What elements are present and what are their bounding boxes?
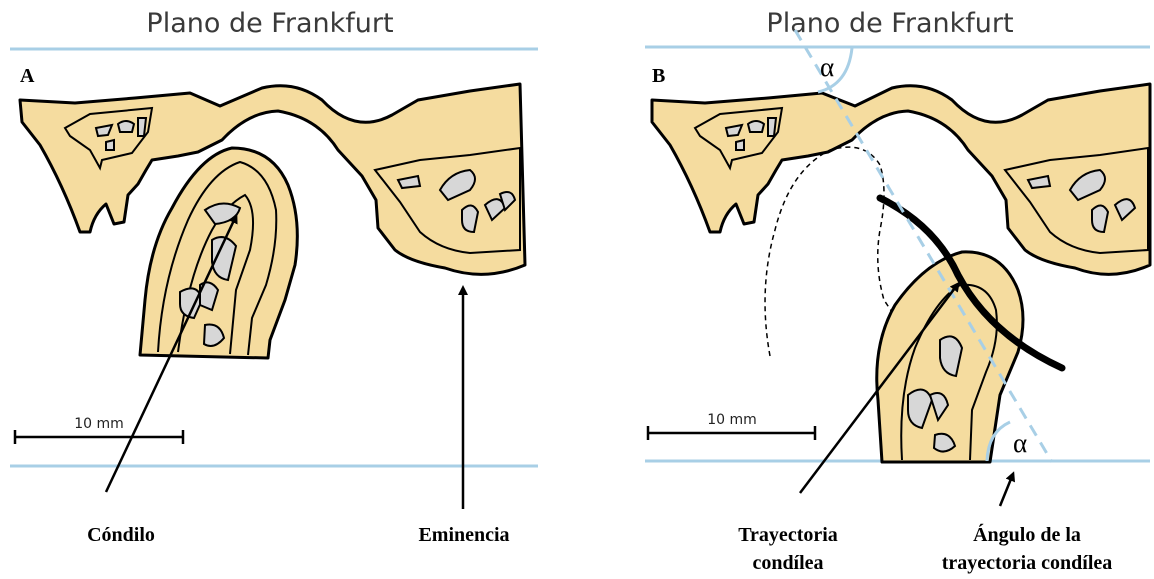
marrow-cavity <box>106 140 114 150</box>
panel-letter: B <box>652 65 665 87</box>
alpha-bottom-label: α <box>1013 428 1027 458</box>
scale-label: 10 mm <box>707 412 757 428</box>
eminence-label: Eminencia <box>418 524 509 546</box>
panel-letter: A <box>20 65 35 87</box>
marrow-cavity <box>1092 205 1108 232</box>
marrow-cavity <box>462 205 478 232</box>
panel-b: Plano de Frankfurt B α α <box>645 8 1150 574</box>
marrow-cavity <box>748 121 764 132</box>
condyle-label: Cóndilo <box>87 524 155 546</box>
marrow-cavity <box>138 118 146 136</box>
condylar-path-label-line2: condílea <box>752 552 823 574</box>
angle-arrow <box>1000 474 1013 506</box>
panel-a: Plano de Frankfurt A 10 mm Có <box>10 8 538 546</box>
marrow-cavity <box>768 118 776 136</box>
angle-label-line1: Ángulo de la <box>973 523 1081 546</box>
alpha-top-label: α <box>820 52 834 82</box>
original-condyle-outline <box>765 147 896 356</box>
scale-label: 10 mm <box>74 416 124 432</box>
frankfurt-plane-title: Plano de Frankfurt <box>766 8 1013 39</box>
marrow-cavity <box>736 140 744 150</box>
frankfurt-plane-title: Plano de Frankfurt <box>146 8 393 39</box>
angle-label-line2: trayectoria condílea <box>942 552 1113 574</box>
marrow-cavity <box>118 121 134 132</box>
condylar-path-label-line1: Trayectoria <box>738 524 838 546</box>
